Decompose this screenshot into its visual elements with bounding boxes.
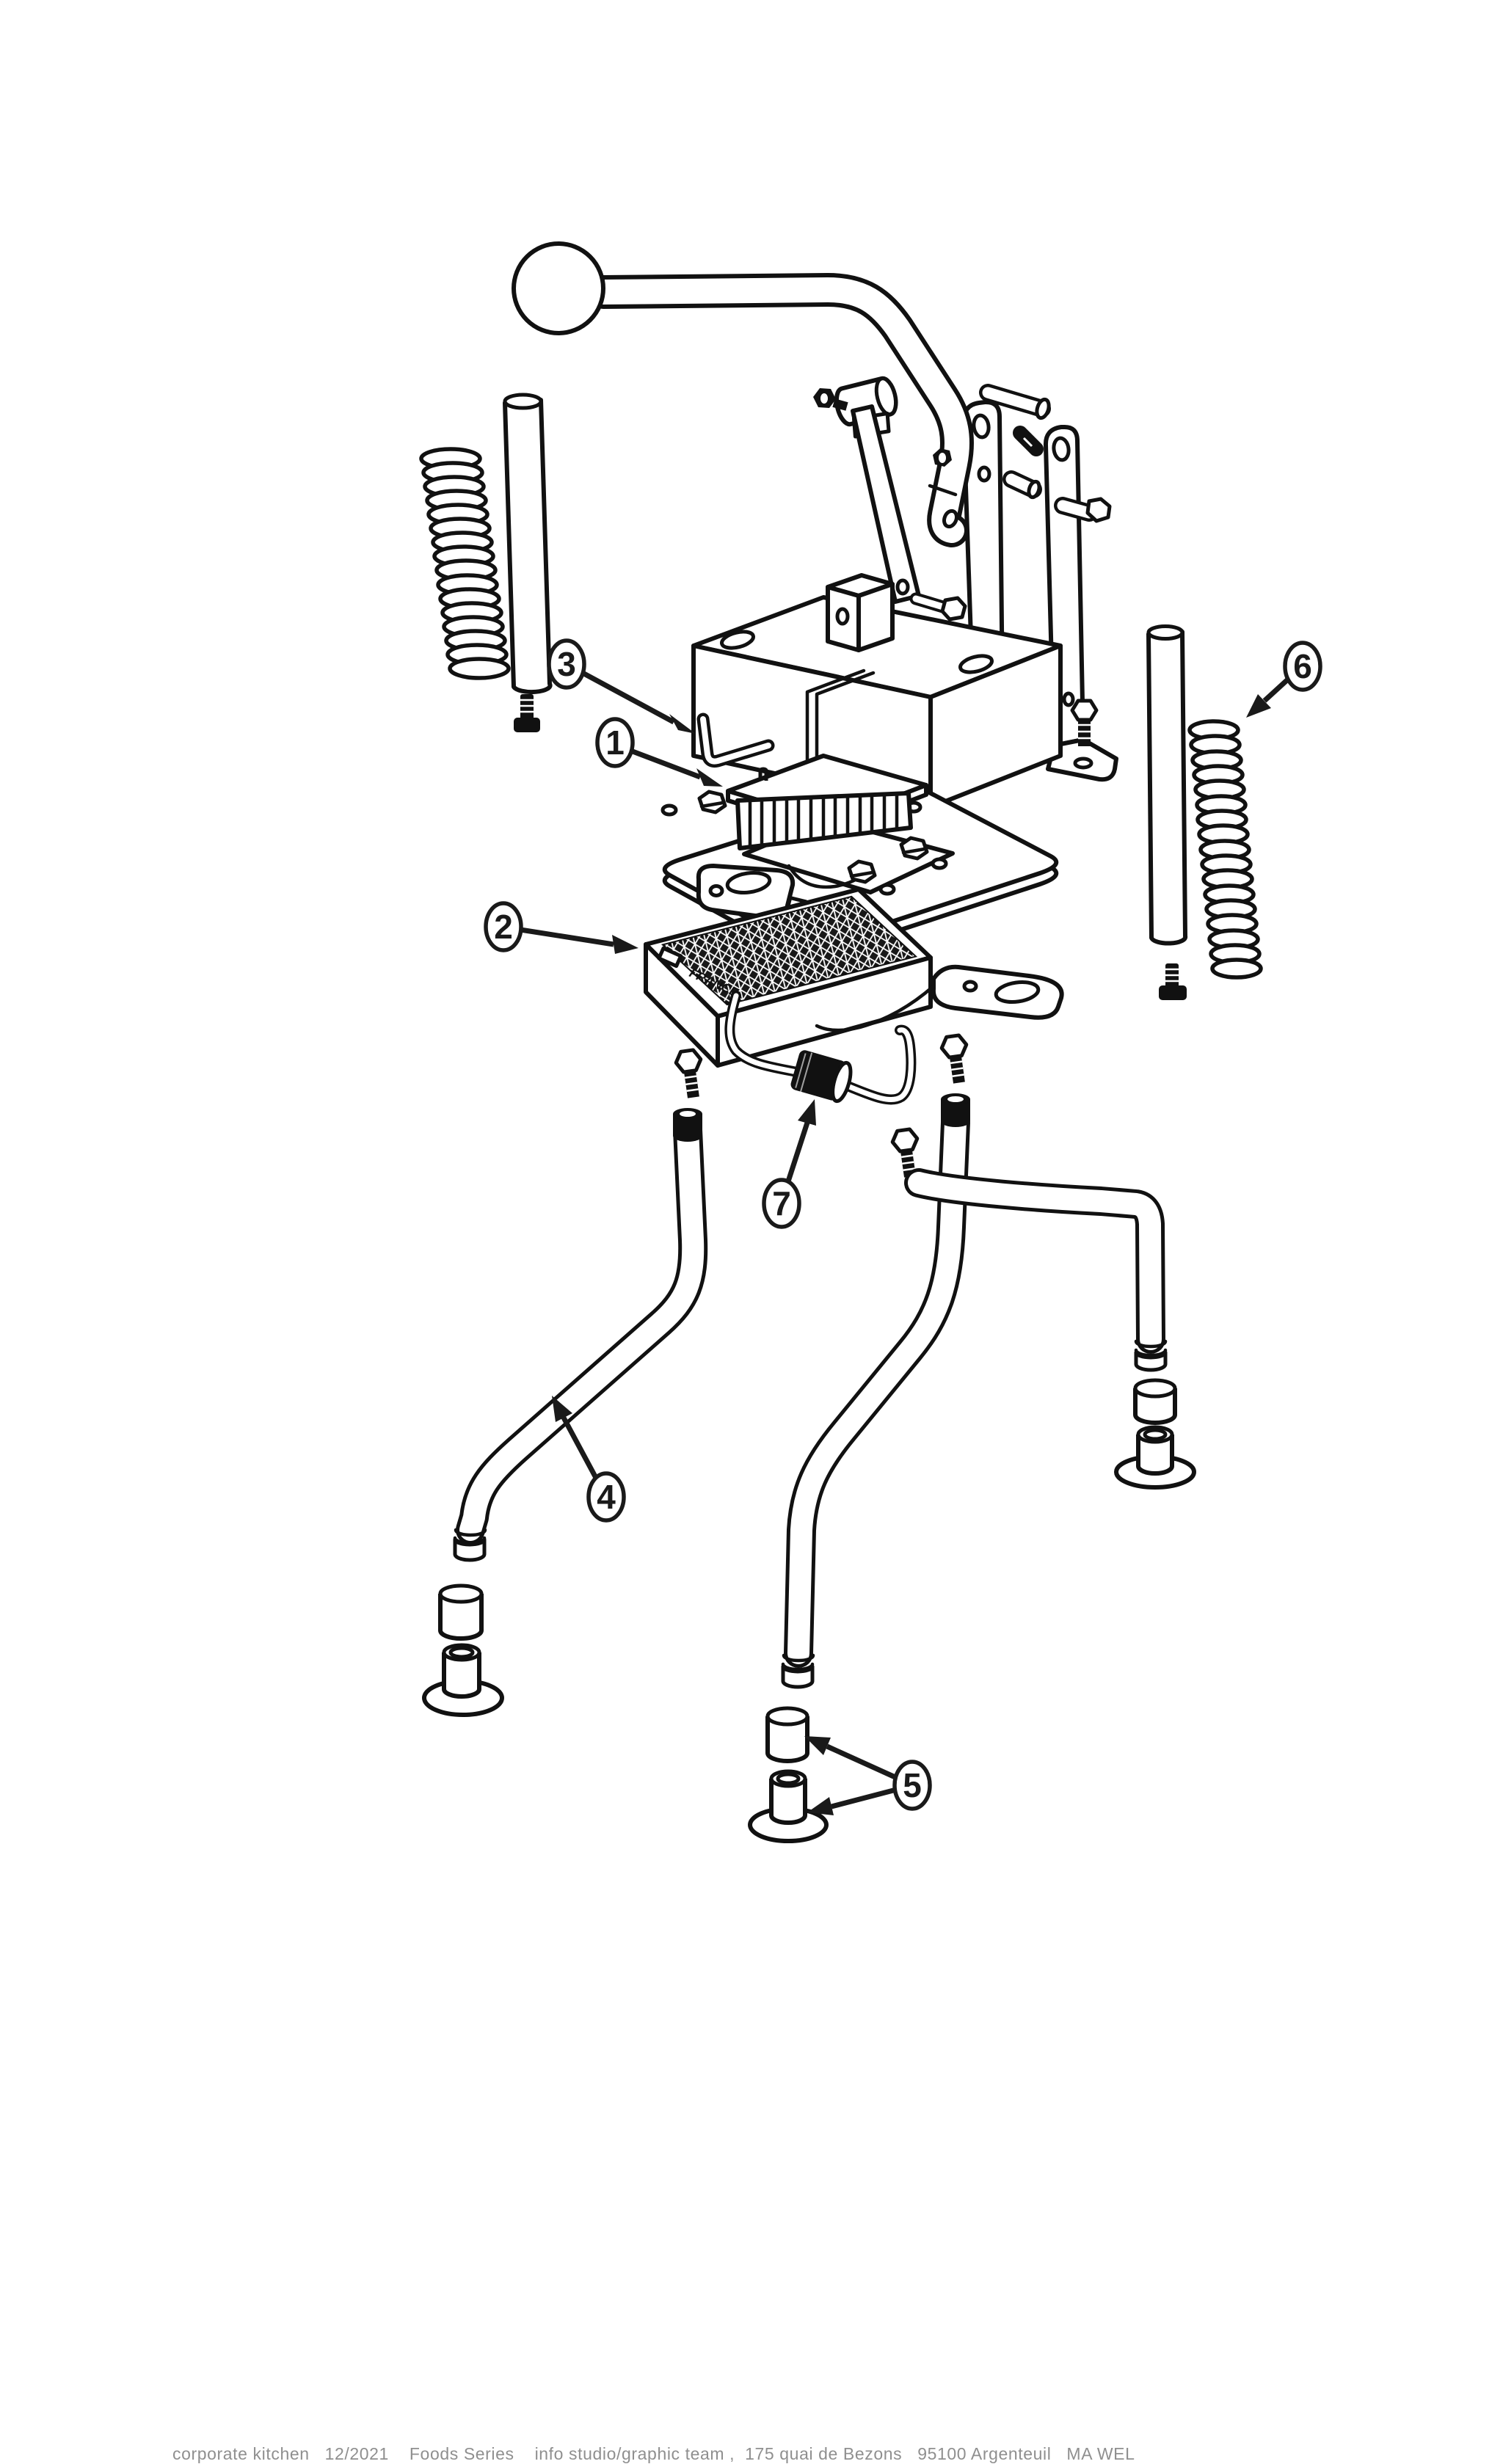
guide-rod-left [503, 393, 553, 695]
bolt-right [1159, 963, 1187, 1000]
press-fingers [735, 791, 913, 850]
leg-right [904, 1168, 1168, 1372]
callout-number: 4 [597, 1478, 616, 1516]
roller-grip [790, 1050, 853, 1104]
callout-number: 2 [494, 908, 513, 946]
callout-6: 6 [1246, 641, 1322, 718]
plate-bolt [697, 790, 727, 814]
pusher-block [691, 595, 1063, 809]
callout-7: 7 [762, 1099, 816, 1229]
foot-screw [1070, 699, 1099, 746]
callout-4: 4 [552, 1396, 626, 1523]
wing-bracket-left [696, 864, 796, 920]
spring-right [1187, 719, 1263, 980]
leg-bolt [674, 1048, 703, 1098]
plate-pin [758, 767, 768, 781]
hex-nut [933, 448, 952, 467]
handle-end-hole [942, 509, 958, 529]
callout-number: 1 [605, 723, 625, 762]
callout-number: 5 [903, 1766, 922, 1804]
blade-cartridge: FRANCE [644, 887, 933, 1068]
leg-collar [941, 1093, 970, 1127]
callout-number: 3 [557, 645, 576, 683]
suction-cup [748, 1769, 829, 1843]
callout-1: 1 [595, 717, 723, 787]
callout-3: 3 [547, 638, 696, 734]
leg-middle [781, 1108, 970, 1689]
bolt-left [514, 694, 540, 732]
suction-cup [1114, 1425, 1196, 1490]
plate-bolt [899, 836, 929, 861]
footer-text: corporate kitchen 12/2021 Foods Series i… [172, 2444, 1135, 2463]
foot-sleeve [765, 1706, 809, 1763]
leg-bolt [939, 1033, 969, 1084]
clevis-bolt [813, 388, 848, 411]
leg-collar [673, 1108, 702, 1142]
foot-sleeve [1133, 1378, 1177, 1425]
bolt-side [1054, 497, 1112, 523]
pusher-head-plate [726, 754, 928, 850]
plate-bolt [847, 859, 877, 884]
guide-rod-right [1146, 624, 1188, 946]
guide-block [826, 573, 895, 652]
pin-top [979, 384, 1051, 420]
foot-sleeve [438, 1583, 484, 1641]
callout-number: 6 [1293, 647, 1312, 685]
l-shaped-pin [696, 712, 775, 768]
suction-cup [422, 1643, 504, 1717]
callout-number: 7 [772, 1184, 791, 1222]
set-screw-upper [1013, 426, 1044, 456]
link-pin-bolt [909, 592, 967, 622]
blade-grid-pattern [664, 897, 914, 1004]
spring-left [419, 447, 511, 680]
ejector-wire [724, 991, 917, 1105]
handle-lever [512, 241, 974, 547]
wing-bracket-right [815, 964, 1064, 1032]
link-arm [851, 404, 921, 604]
pin-middle [1002, 470, 1042, 500]
callout-5: 5 [804, 1736, 932, 1815]
leg-left [453, 1115, 708, 1562]
callout-2: 2 [484, 901, 638, 954]
handle-ball [512, 241, 605, 335]
